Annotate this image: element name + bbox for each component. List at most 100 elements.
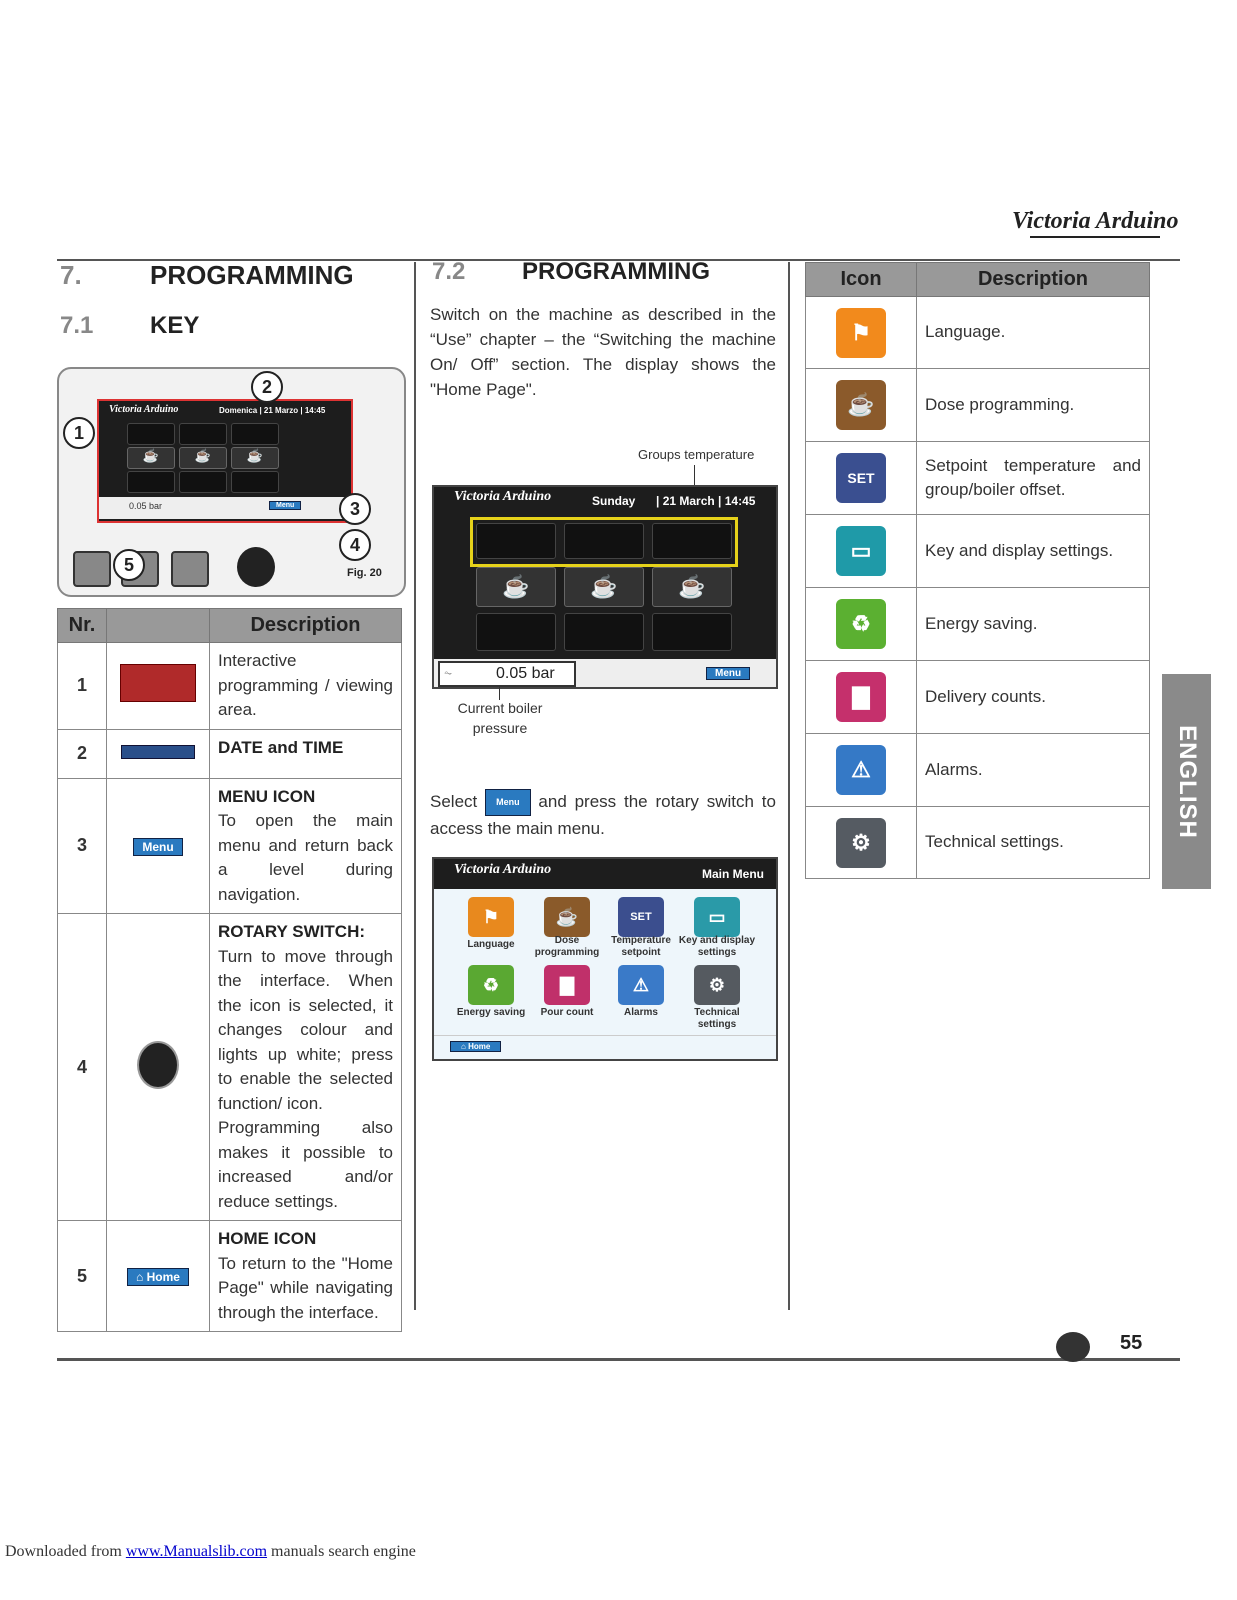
column-header: Description	[209, 608, 402, 643]
row-title: MENU ICON	[218, 786, 316, 806]
section-title: PROGRAMMING	[150, 260, 354, 290]
callout-5: 5	[113, 549, 145, 581]
groups-temperature-highlight	[470, 517, 738, 567]
brand-logo: Victoria Arduino	[1012, 208, 1179, 234]
table-row: SET Setpoint temperature and group/boile…	[805, 441, 1150, 515]
date-time-bar-icon	[106, 728, 210, 779]
group-temperature-cell	[652, 523, 732, 559]
callout-1: 1	[63, 417, 95, 449]
cup-icon[interactable]: ☕	[544, 897, 590, 937]
group-cell	[179, 423, 227, 445]
fig-20-machine-panel: Victoria Arduino Domenica | 21 Marzo | 1…	[57, 367, 406, 597]
keypad-icon: ▭	[836, 526, 886, 576]
menu-item-label: Temperature setpoint	[611, 935, 671, 958]
physical-key[interactable]	[171, 551, 209, 587]
cup-icon: ☕	[652, 567, 732, 607]
cup-icon: ☕	[476, 567, 556, 607]
table-row: 4 ROTARY SWITCH:Turn to move through the…	[57, 913, 402, 1221]
column-header: Description	[916, 262, 1150, 297]
cup-icon: ☕	[231, 447, 279, 469]
rotary-knob[interactable]	[237, 547, 275, 587]
row-title: ROTARY SWITCH:	[218, 922, 366, 941]
leader-line	[499, 686, 500, 700]
group-cell	[127, 471, 175, 493]
row-number: 3	[57, 777, 107, 914]
section-title: PROGRAMMING	[522, 258, 710, 285]
manualslib-link[interactable]: www.Manualslib.com	[125, 1543, 268, 1560]
row-description: Dose programming.	[916, 368, 1150, 442]
gears-icon: ⚙	[836, 817, 886, 868]
row-number: 1	[57, 642, 107, 730]
table-row: 1 Interactive programming / viewing area…	[57, 642, 402, 730]
physical-key[interactable]	[73, 551, 111, 587]
menu-item-label: Alarms	[624, 1007, 658, 1018]
section-title: KEY	[150, 312, 200, 339]
screen-date: Domenica | 21 Marzo | 14:45	[219, 406, 326, 415]
screen-day: Sunday	[592, 494, 636, 508]
programming-area-icon	[106, 642, 210, 730]
fig-20-screen: Victoria Arduino Domenica | 21 Marzo | 1…	[97, 399, 353, 523]
screen-logo: Victoria Arduino	[109, 404, 179, 415]
group-cell	[652, 613, 732, 651]
flag-icon[interactable]: ⚑	[468, 897, 514, 937]
row-text: To open the main menu and return back a …	[218, 811, 393, 904]
home-button[interactable]: ⌂ Home	[450, 1041, 502, 1052]
main-menu-title: Main Menu	[702, 867, 764, 881]
figure-label: Fig. 20	[347, 567, 382, 579]
row-description: Energy saving.	[916, 587, 1150, 661]
home-button-label: ⌂ Home	[127, 1268, 189, 1286]
keypad-icon[interactable]: ▭	[694, 897, 740, 937]
menu-divider	[434, 1035, 776, 1036]
row-number: 5	[57, 1220, 107, 1332]
callout-3: 3	[339, 493, 371, 525]
row-description: Alarms.	[916, 733, 1150, 807]
cup-icon: ☕	[127, 447, 175, 469]
cup-icon: ☕	[179, 447, 227, 469]
gears-icon[interactable]: ⚙	[694, 965, 740, 1005]
cup-icon: ☕	[836, 380, 886, 430]
icon-table: Icon Description ⚑ Language. ☕ Dose prog…	[805, 262, 1150, 879]
boiler-pressure-box: ⏦ 0.05 bar	[438, 661, 576, 687]
leaf-icon[interactable]: ♻	[468, 965, 514, 1005]
group-temperature-cell	[476, 523, 556, 559]
flag-icon: ⚑	[836, 307, 886, 358]
group-cell	[179, 471, 227, 493]
section-7-heading: 7. PROGRAMMING	[60, 260, 354, 291]
table-row: 2 DATE and TIME	[57, 728, 402, 779]
main-menu-screen: Victoria Arduino Main Menu ⚑ Language ☕ …	[432, 857, 778, 1061]
select-menu-paragraph: Select Menu and press the rotary switch …	[430, 789, 776, 841]
callout-2: 2	[251, 371, 283, 403]
section-7-2-heading: 7.2 PROGRAMMING	[432, 258, 710, 286]
home-page-screen: Victoria Arduino Sunday | 21 March | 14:…	[432, 485, 778, 689]
cup-icon: ☕	[564, 567, 644, 607]
row-number: 2	[57, 728, 107, 779]
home-button-icon: ⌂ Home	[106, 1220, 210, 1332]
table-row: ▇ Delivery counts.	[805, 660, 1150, 734]
row-description: DATE and TIME	[209, 728, 402, 779]
thermometer-icon[interactable]: SET	[618, 897, 664, 937]
header-rule	[57, 259, 1180, 261]
menu-button[interactable]: Menu	[269, 501, 302, 510]
screen-logo: Victoria Arduino	[454, 489, 552, 504]
group-cell	[476, 613, 556, 651]
table-row: ☕ Dose programming.	[805, 368, 1150, 442]
section-number: 7.2	[432, 258, 466, 285]
bar-chart-icon: ▇	[836, 672, 886, 722]
bar-chart-icon[interactable]: ▇	[544, 965, 590, 1005]
footer-rule	[57, 1358, 1180, 1361]
row-description: Delivery counts.	[916, 660, 1150, 734]
pressure-readout: 0.05 bar	[129, 501, 163, 511]
table-row: ▭ Key and display settings.	[805, 514, 1150, 588]
menu-item-label: Dose programming	[534, 935, 600, 958]
leaf-icon: ♻	[836, 599, 886, 649]
row-description: MENU ICON To open the main menu and retur…	[209, 777, 402, 914]
pressure-gauge-icon: ⏦	[444, 668, 453, 679]
boiler-pressure-label: Current boiler pressure	[457, 700, 543, 736]
alarm-icon[interactable]: ⚠	[618, 965, 664, 1005]
table-row: ⚠ Alarms.	[805, 733, 1150, 807]
menu-button[interactable]: Menu	[706, 667, 751, 680]
menu-button-label: Menu	[133, 837, 183, 856]
alarm-icon: ⚠	[836, 745, 886, 795]
section-number: 7.	[60, 260, 82, 290]
menu-item-label: Language	[467, 939, 515, 950]
